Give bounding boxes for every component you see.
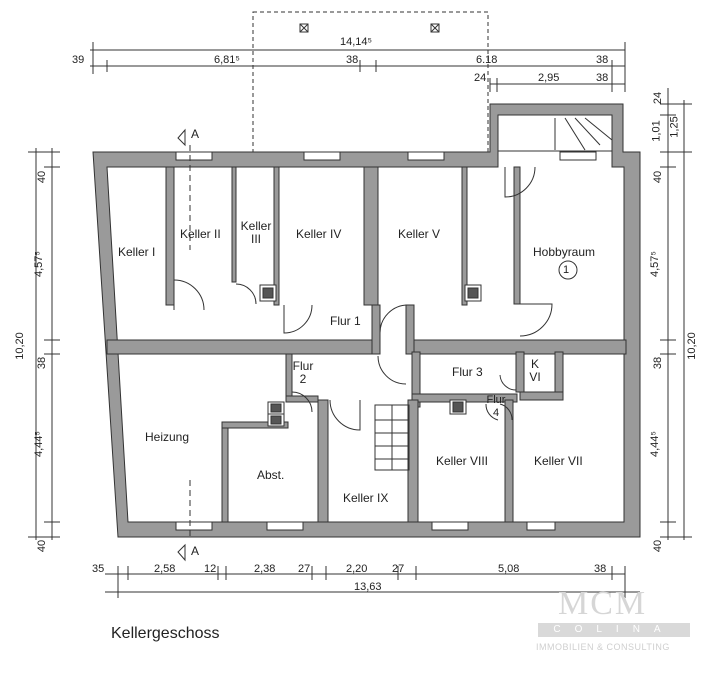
plan-title: Kellergeschoss [111,625,220,642]
skylight-marks [299,23,440,33]
dim-right-lower: 4,44⁵ [648,431,661,457]
shafts [259,284,482,427]
dim-left-total: 10,20 [13,332,26,360]
dim-right-upper: 4,57⁵ [648,251,661,277]
room-abst: Abst. [257,468,285,482]
logo-sub: COLINA [538,623,690,637]
dim-top-total: 14,14⁵ [340,36,373,48]
dim-right-t2: 1,01 [650,120,663,142]
dim-top-seg-b: 38 [346,54,359,66]
dim-bottom-d6: 2,20 [346,563,368,575]
dim-right-t3: 1,25 [668,116,681,138]
company-logo: MCM COLINA IMMOBILIEN & CONSULTING [520,585,700,660]
section-marker-bottom: A [191,544,200,558]
room-heizung: Heizung [145,430,190,444]
dim-top-seg-c: 6.18 [476,54,498,66]
dim-top-left-edge: 39 [72,54,85,66]
projection-outline [252,11,489,153]
room-keller-3: Keller III [240,219,272,246]
dim-bottom-d7: 27 [392,563,405,575]
dim-top-seg-d: 38 [596,54,609,66]
room-keller-7: Keller VII [534,454,583,468]
interior-walls [106,166,627,523]
dim-top-small-24: 24 [474,72,487,84]
dim-bottom-d8: 5,08 [498,563,520,575]
dim-left-bottom: 40 [36,539,49,553]
doors [173,166,553,431]
dim-bottom-d1: 35 [92,563,105,575]
room-keller-2: Keller II [180,227,221,241]
dim-right-mid: 38 [652,356,665,370]
dim-top-seg-f: 38 [596,72,609,84]
dim-bottom-d5: 27 [298,563,311,575]
logo-tagline: IMMOBILIEN & CONSULTING [536,642,670,652]
dim-right-bottom: 40 [652,539,665,553]
dim-bottom-d2: 2,58 [154,563,176,575]
room-hobbyraum: Hobbyraum [533,245,596,259]
room-flur-2: Flur 2 [292,359,314,386]
dim-bottom-d9: 38 [594,563,607,575]
room-keller-4: Keller IV [296,227,342,241]
room-keller-5: Keller V [398,227,441,241]
stairs [374,117,613,471]
room-keller-6: K VI [529,357,541,384]
dim-right-top: 40 [652,170,665,184]
logo-main: MCM [558,585,648,622]
dim-left-upper: 4,57⁵ [32,251,45,277]
room-flur-1: Flur 1 [330,314,361,328]
dim-top-seg-e: 2,95 [538,72,560,84]
room-keller-9: Keller IX [343,491,389,505]
dim-bottom-d3: 12 [204,563,217,575]
dim-bottom-d4: 2,38 [254,563,276,575]
dim-left-lower: 4,44⁵ [32,431,45,457]
dim-top-seg-a: 6,81⁵ [214,54,240,66]
room-keller-8: Keller VIII [436,454,489,468]
dim-left-top: 40 [36,170,49,184]
room-flur-4: Flur 4 [486,394,506,419]
dim-right-t1: 24 [652,91,665,105]
dimension-lines [28,42,692,598]
dim-bottom-total: 13,63 [354,581,382,593]
dim-left-mid: 38 [36,356,49,370]
windows [175,151,597,531]
dim-right-total: 10,20 [685,332,698,360]
room-keller-1: Keller I [118,245,156,259]
room-number: 1 [563,264,570,276]
room-flur-3: Flur 3 [452,365,483,379]
room-number-circle [558,260,578,280]
section-marker-top: A [191,127,200,141]
